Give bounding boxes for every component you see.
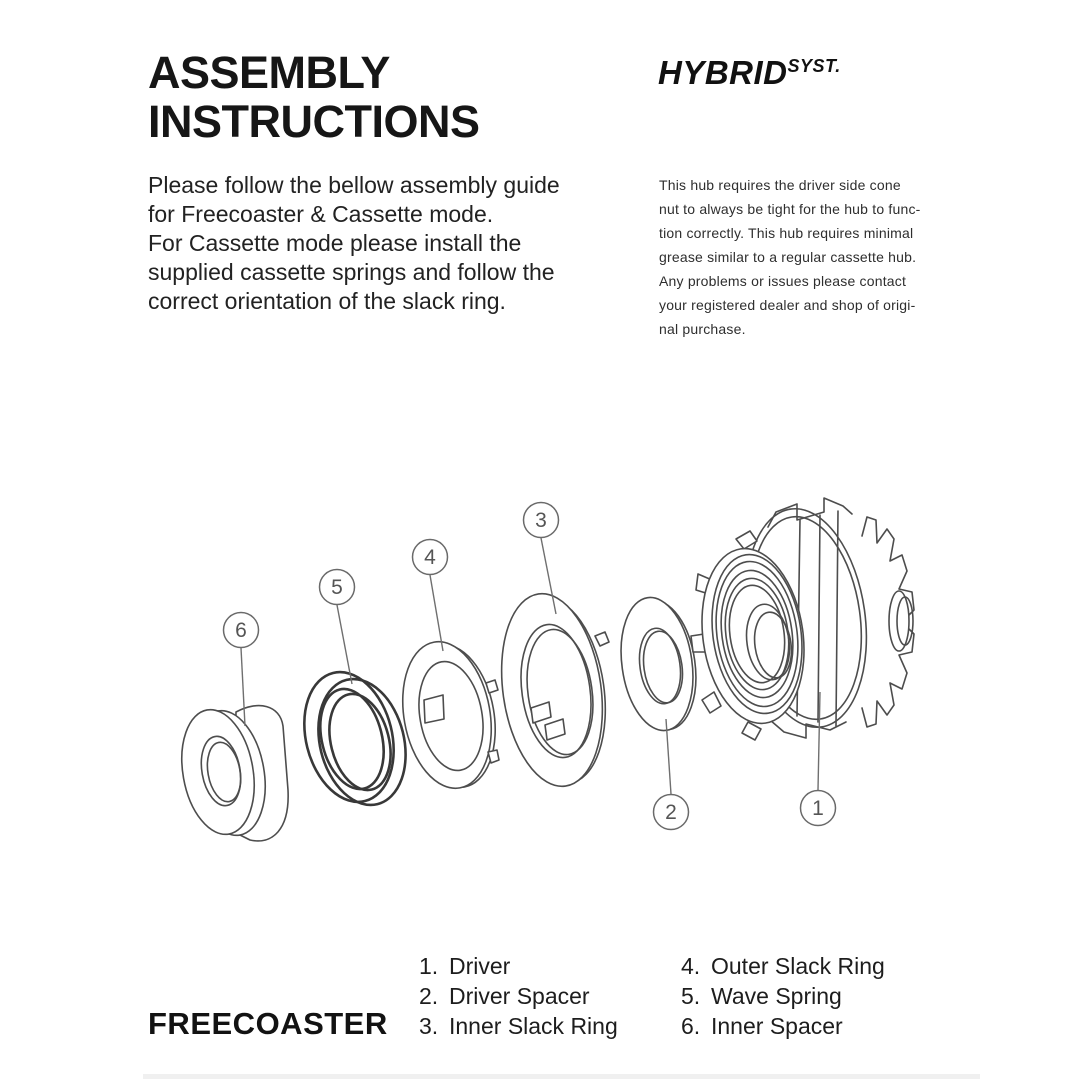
part-number: 5. bbox=[681, 983, 701, 1009]
part-number: 6. bbox=[681, 1013, 701, 1039]
intro-line: supplied cassette springs and follow the bbox=[148, 259, 555, 285]
note-line: tion correctly. This hub requires minima… bbox=[659, 225, 914, 241]
part-number: 4. bbox=[681, 953, 701, 979]
parts-list-item: 5. Wave Spring bbox=[681, 981, 885, 1011]
part-3-inner-slack-ring-drawing bbox=[500, 592, 610, 788]
parts-list-right-column: 4. Outer Slack Ring 5. Wave Spring 6. Inner… bbox=[681, 951, 885, 1041]
leader-line-5 bbox=[336, 604, 353, 685]
brand-logo: HYBRIDSYST. bbox=[658, 54, 841, 92]
part-label: Driver Spacer bbox=[449, 983, 590, 1009]
note-line: your registered dealer and shop of origi… bbox=[659, 297, 916, 313]
part-label: Inner Spacer bbox=[711, 1013, 843, 1039]
parts-list-item: 3. Inner Slack Ring bbox=[419, 1011, 618, 1041]
part-5-wave-spring-drawing bbox=[303, 670, 407, 807]
callout-2-number: 2 bbox=[665, 801, 677, 824]
page-title: ASSEMBLY INSTRUCTIONS bbox=[148, 48, 480, 146]
callout-6-number: 6 bbox=[235, 619, 247, 642]
part-1-driver-drawing bbox=[690, 497, 915, 741]
footer-divider-bar bbox=[143, 1074, 980, 1079]
leader-line-1 bbox=[817, 691, 821, 791]
page-title-line2: INSTRUCTIONS bbox=[148, 96, 480, 147]
intro-paragraph: Please follow the bellow assembly guide … bbox=[148, 171, 560, 316]
note-line: nal purchase. bbox=[659, 321, 746, 337]
note-line: nut to always be tight for the hub to fu… bbox=[659, 201, 921, 217]
callout-3-number: 3 bbox=[535, 509, 547, 532]
callout-3: 3 bbox=[522, 501, 560, 539]
note-line: This hub requires the driver side cone bbox=[659, 177, 901, 193]
callout-1-number: 1 bbox=[812, 797, 824, 820]
part-label: Outer Slack Ring bbox=[711, 953, 885, 979]
intro-line: For Cassette mode please install the bbox=[148, 230, 522, 256]
callout-6: 6 bbox=[222, 611, 260, 649]
part-2-driver-spacer-drawing bbox=[620, 596, 697, 732]
brand-suffix: SYST. bbox=[787, 56, 841, 76]
callout-5: 5 bbox=[318, 568, 356, 606]
leader-line-2 bbox=[665, 718, 672, 795]
callout-2: 2 bbox=[652, 793, 690, 831]
part-label: Wave Spring bbox=[711, 983, 842, 1009]
intro-line: for Freecoaster & Cassette mode. bbox=[148, 201, 494, 227]
part-6-inner-spacer-drawing bbox=[181, 704, 289, 842]
intro-line: correct orientation of the slack ring. bbox=[148, 288, 506, 314]
leader-line-4 bbox=[429, 574, 444, 652]
callout-4: 4 bbox=[411, 538, 449, 576]
parts-list-left-column: 1. Driver 2. Driver Spacer 3. Inner Slack R… bbox=[419, 951, 618, 1041]
leader-line-6 bbox=[240, 647, 246, 727]
note-line: Any problems or issues please contact bbox=[659, 273, 907, 289]
part-number: 1. bbox=[419, 953, 439, 979]
intro-line: Please follow the bellow assembly guide bbox=[148, 172, 560, 198]
part-4-outer-slack-ring-drawing bbox=[401, 640, 500, 790]
callout-1: 1 bbox=[799, 789, 837, 827]
note-line: grease similar to a regular cassette hub… bbox=[659, 249, 917, 265]
part-number: 3. bbox=[419, 1013, 439, 1039]
mode-label: FREECOASTER bbox=[148, 1006, 388, 1041]
parts-list-item: 6. Inner Spacer bbox=[681, 1011, 885, 1041]
brand-name: HYBRID bbox=[658, 54, 788, 91]
note-paragraph: This hub requires the driver side cone n… bbox=[659, 173, 921, 341]
parts-list-item: 2. Driver Spacer bbox=[419, 981, 618, 1011]
part-number: 2. bbox=[419, 983, 439, 1009]
part-label: Inner Slack Ring bbox=[449, 1013, 618, 1039]
callout-5-number: 5 bbox=[331, 576, 343, 599]
leader-line-3 bbox=[540, 537, 557, 615]
parts-list-item: 4. Outer Slack Ring bbox=[681, 951, 885, 981]
page-title-line1: ASSEMBLY bbox=[148, 47, 390, 98]
part-label: Driver bbox=[449, 953, 511, 979]
parts-list-item: 1. Driver bbox=[419, 951, 618, 981]
callout-4-number: 4 bbox=[424, 546, 436, 569]
